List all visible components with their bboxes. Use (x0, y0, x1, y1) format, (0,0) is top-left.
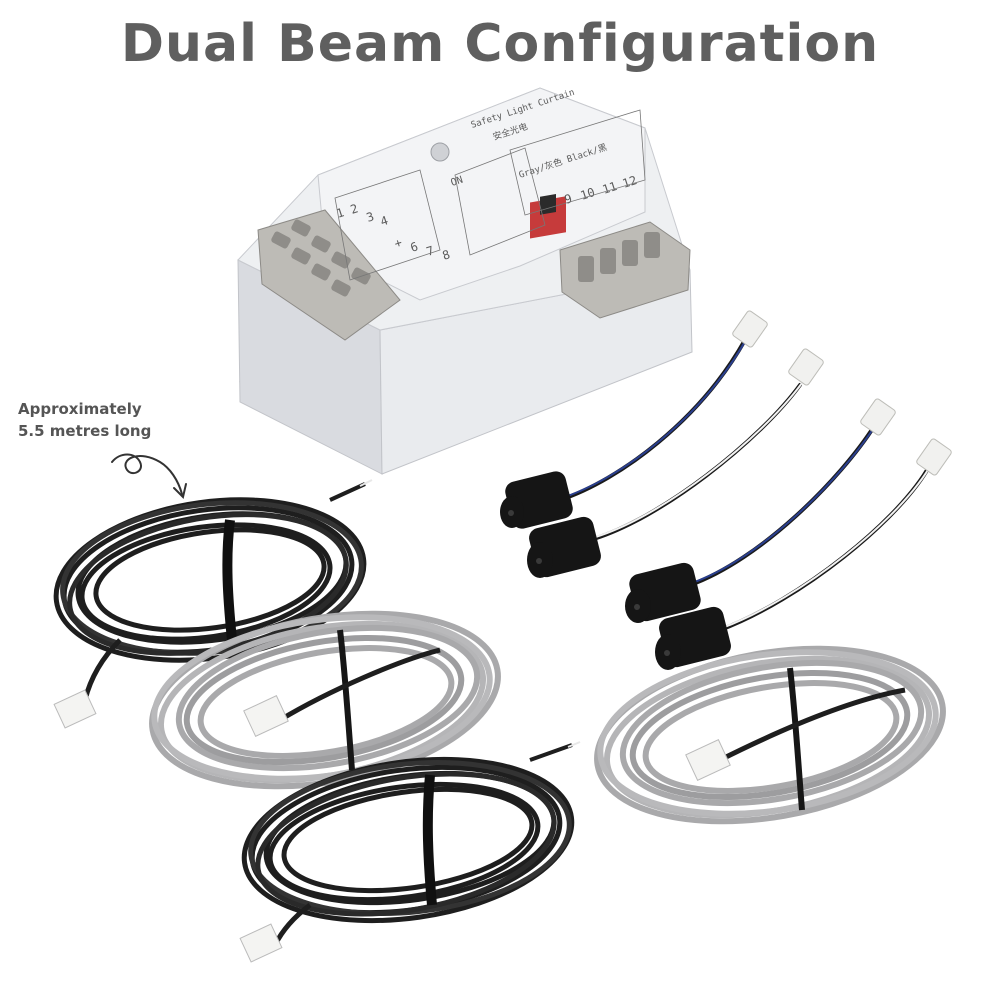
terminal-2: 2 (349, 201, 360, 217)
terminal-9: 9 (563, 191, 574, 207)
terminal-5: + (393, 235, 404, 251)
controller-box: Safety Light Curtain 安全光电 Gray/灰色 Black/… (237, 87, 693, 475)
terminal-6: 6 (409, 239, 420, 255)
callout-line-1: Approximately (18, 400, 142, 418)
length-callout: Approximately 5.5 metres long (18, 398, 151, 442)
gray-cable-2-connector (685, 739, 731, 781)
terminal-1: 1 (335, 205, 346, 221)
page-title: Dual Beam Configuration (120, 14, 880, 74)
left-terminal-block (257, 209, 401, 341)
gray-cable-1-connector (243, 695, 289, 737)
terminal-11: 11 (601, 179, 619, 197)
sensor-set (500, 310, 952, 670)
label-on: ON (450, 175, 465, 189)
black-cable-2-connector (239, 923, 283, 963)
black-cable-coil-2 (241, 741, 581, 947)
terminal-7: 7 (425, 243, 436, 259)
curved-arrow-icon (111, 453, 187, 499)
gray-cable-coil-1 (149, 610, 501, 790)
right-terminal-block (559, 221, 691, 319)
gray-cable-coil-2 (594, 645, 946, 825)
terminal-12: 12 (621, 173, 639, 191)
black-cable-1-connector (53, 689, 97, 729)
terminal-3: 3 (365, 209, 376, 225)
terminal-4: 4 (379, 213, 390, 229)
terminal-8: 8 (441, 247, 452, 263)
callout-line-2: 5.5 metres long (18, 422, 152, 440)
